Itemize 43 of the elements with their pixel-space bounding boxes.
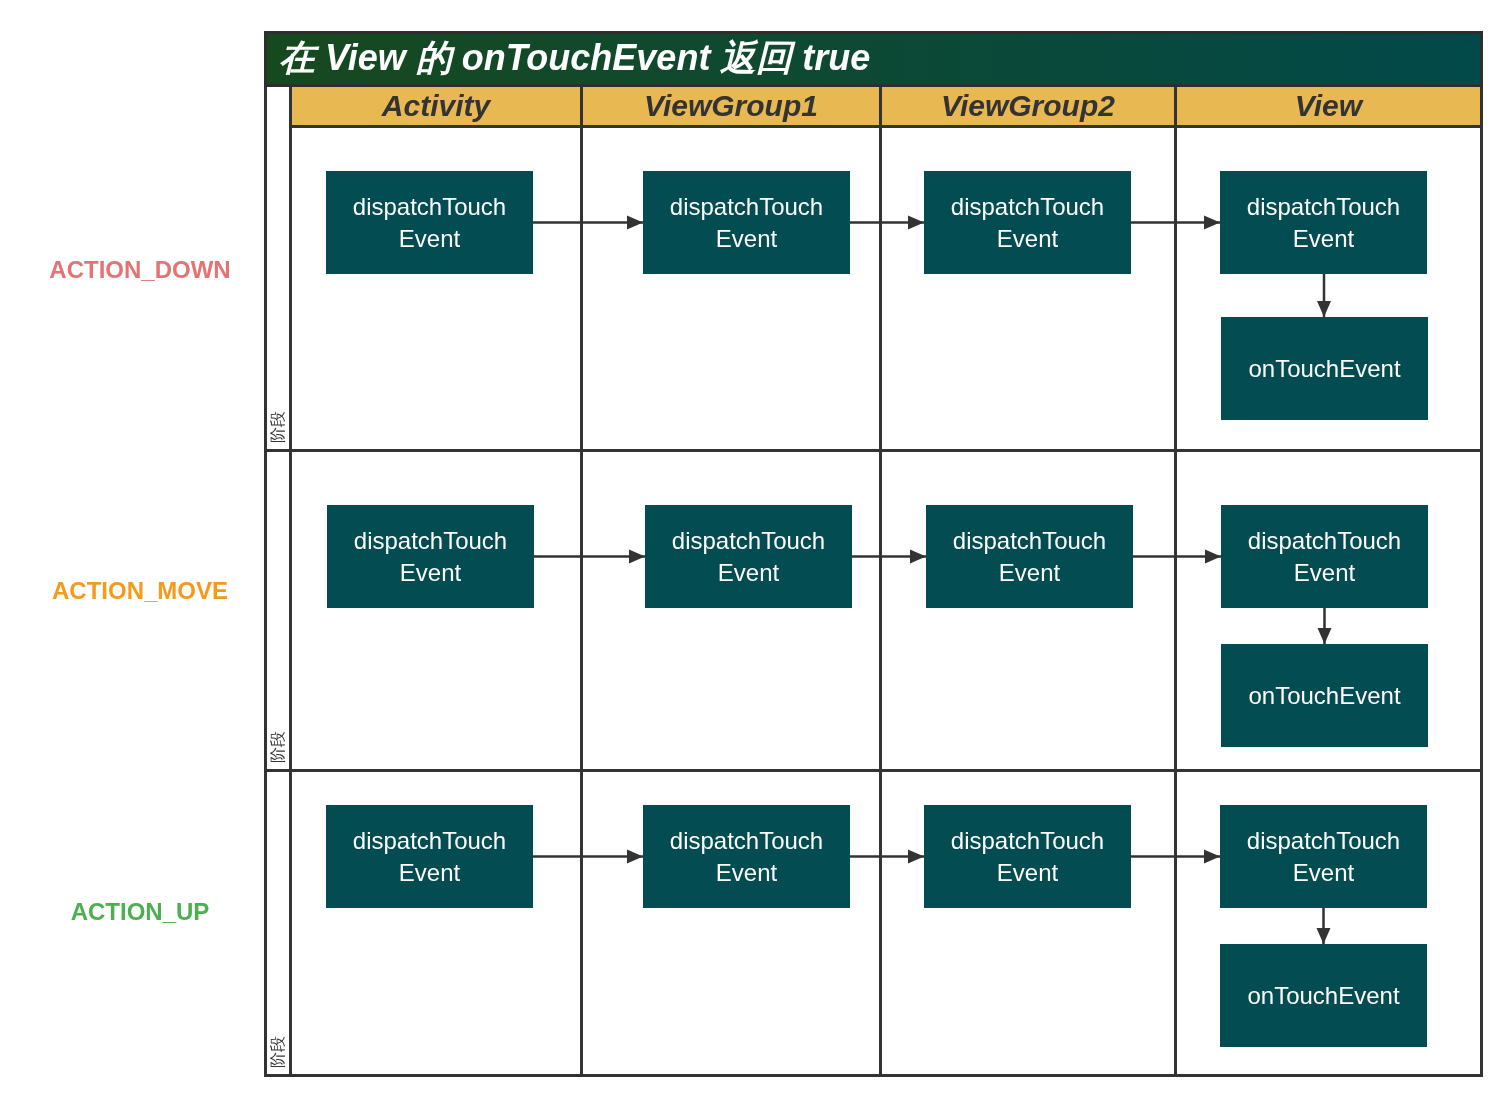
process-box: onTouchEvent bbox=[1221, 644, 1428, 747]
arrow bbox=[1317, 274, 1331, 317]
process-box: dispatchTouch Event bbox=[645, 505, 852, 608]
arrow bbox=[533, 215, 643, 230]
phase-name: ACTION_DOWN bbox=[49, 256, 231, 284]
phase-name: ACTION_UP bbox=[70, 898, 210, 926]
process-box: dispatchTouch Event bbox=[924, 171, 1131, 274]
process-box: dispatchTouch Event bbox=[327, 505, 534, 608]
arrow bbox=[1131, 849, 1220, 864]
lane-header: ViewGroup1 bbox=[583, 87, 879, 128]
lane-header: View bbox=[1177, 87, 1480, 128]
arrow bbox=[1131, 215, 1220, 230]
process-box: dispatchTouch Event bbox=[643, 171, 850, 274]
title-banner: 在 View 的 onTouchEvent 返回 true bbox=[264, 31, 1483, 87]
process-box: dispatchTouch Event bbox=[1220, 805, 1427, 908]
process-box: dispatchTouch Event bbox=[326, 171, 533, 274]
arrow bbox=[1133, 549, 1221, 564]
phase-name: ACTION_MOVE bbox=[52, 577, 228, 605]
arrow bbox=[1317, 608, 1332, 644]
lane-header: ViewGroup2 bbox=[882, 87, 1174, 128]
phase-strip bbox=[264, 769, 292, 1077]
process-box: onTouchEvent bbox=[1221, 317, 1428, 420]
process-box: dispatchTouch Event bbox=[326, 805, 533, 908]
process-box: dispatchTouch Event bbox=[643, 805, 850, 908]
swimlane bbox=[580, 84, 882, 1077]
process-box: dispatchTouch Event bbox=[924, 805, 1131, 908]
lane-header: Activity bbox=[292, 87, 580, 128]
arrow bbox=[533, 849, 643, 864]
arrow bbox=[850, 849, 924, 864]
phase-label: 阶段 bbox=[269, 1036, 287, 1068]
arrow bbox=[852, 549, 926, 564]
swimlane bbox=[879, 84, 1177, 1077]
arrow bbox=[1316, 908, 1331, 944]
process-box: dispatchTouch Event bbox=[1220, 171, 1427, 274]
arrow bbox=[850, 215, 924, 230]
swimlane bbox=[289, 84, 583, 1077]
process-box: onTouchEvent bbox=[1220, 944, 1427, 1047]
process-box: dispatchTouch Event bbox=[1221, 505, 1428, 608]
phase-label: 阶段 bbox=[269, 731, 287, 763]
arrow bbox=[534, 549, 645, 564]
phase-label: 阶段 bbox=[269, 411, 287, 443]
swimlane bbox=[1174, 84, 1483, 1077]
process-box: dispatchTouch Event bbox=[926, 505, 1133, 608]
